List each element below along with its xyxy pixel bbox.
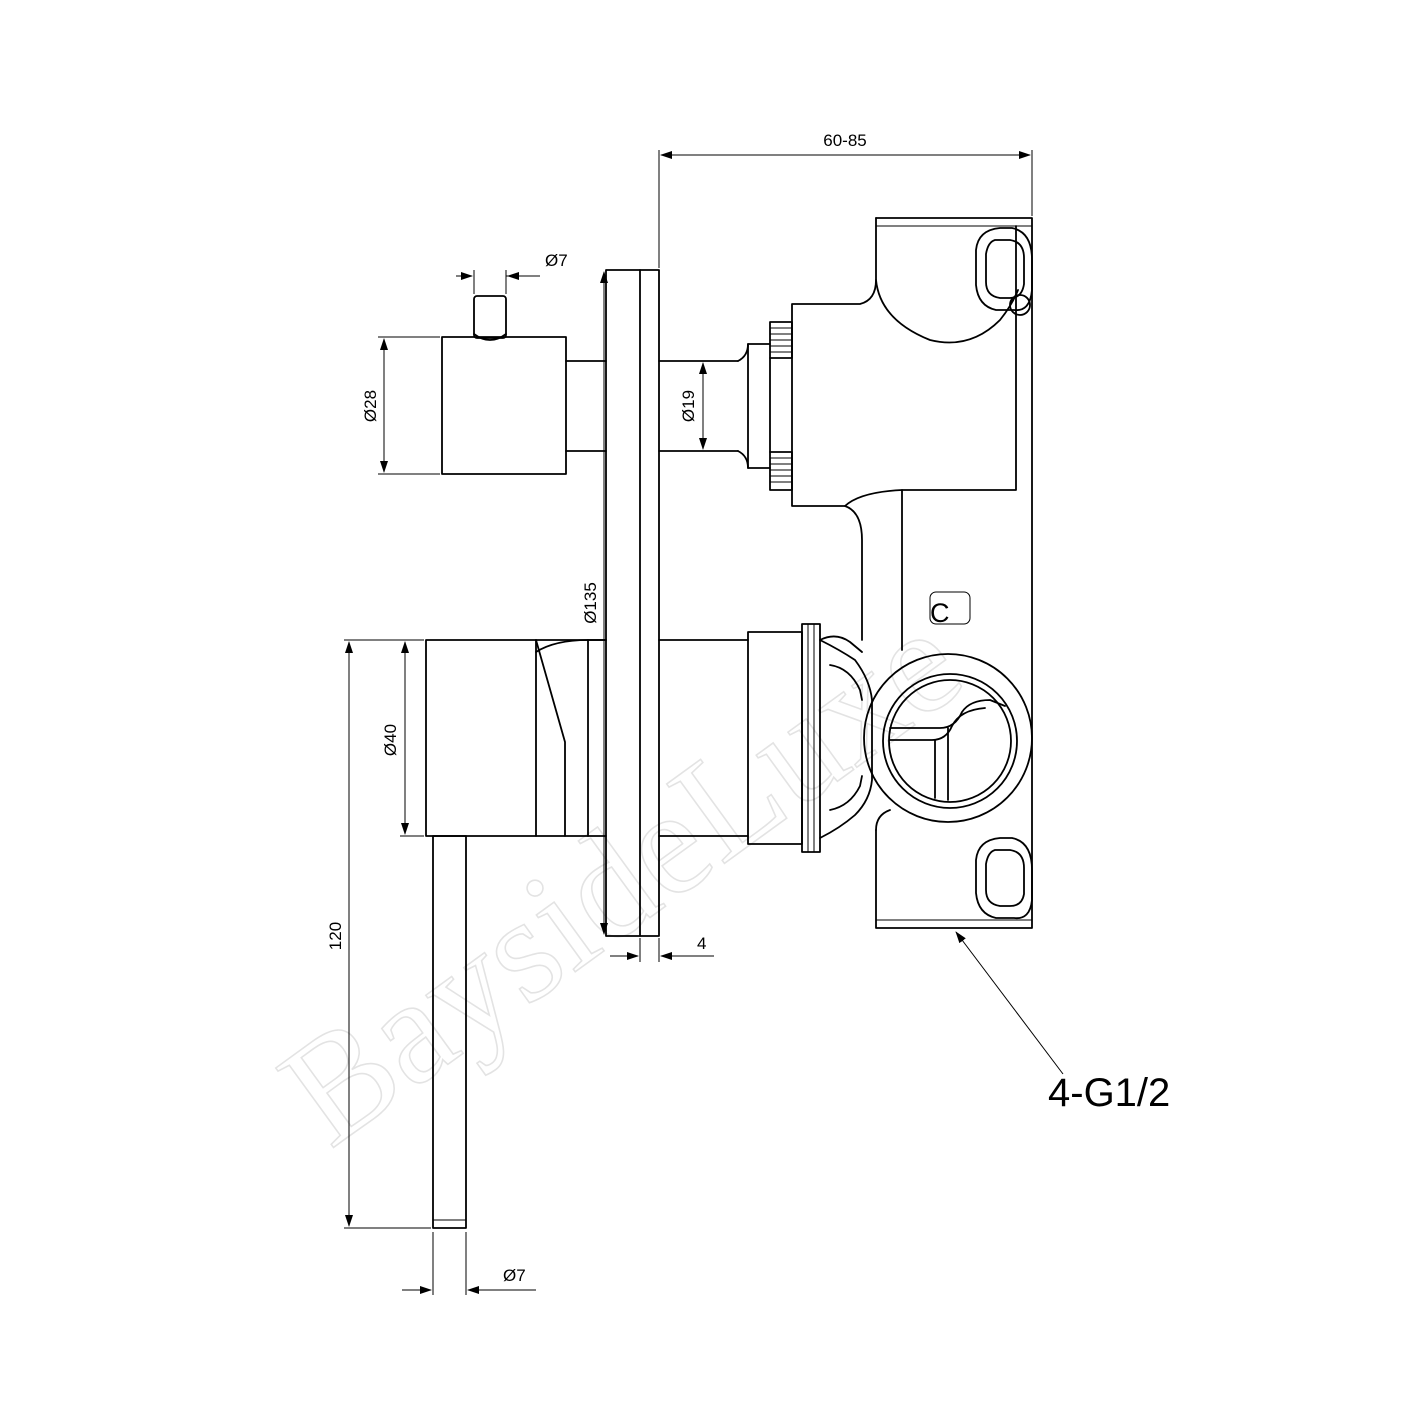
dim-spindle: Ø19 bbox=[679, 362, 707, 450]
dim-total-depth: 60-85 bbox=[658, 131, 1033, 268]
thread-lower bbox=[769, 451, 793, 491]
svg-text:Ø28: Ø28 bbox=[361, 390, 380, 422]
valve-body: C bbox=[791, 217, 1033, 929]
svg-text:Ø40: Ø40 bbox=[381, 724, 400, 756]
svg-text:Ø19: Ø19 bbox=[679, 390, 698, 422]
dim-handle: Ø40 bbox=[381, 639, 424, 837]
dim-lever-diameter: Ø7 bbox=[402, 1232, 536, 1295]
svg-text:Ø7: Ø7 bbox=[545, 251, 568, 270]
svg-text:4-G1/2: 4-G1/2 bbox=[1048, 1071, 1170, 1115]
diverter-knob bbox=[441, 295, 793, 491]
body-marking: C bbox=[930, 598, 950, 628]
lever bbox=[432, 835, 467, 1229]
dim-plate-thickness: 4 bbox=[610, 934, 714, 962]
svg-text:Ø135: Ø135 bbox=[581, 582, 600, 624]
watermark: BaysideLuxe bbox=[252, 577, 990, 1177]
svg-text:60-85: 60-85 bbox=[823, 131, 866, 150]
svg-text:4: 4 bbox=[697, 934, 706, 953]
dim-lever-length: 120 bbox=[326, 639, 431, 1229]
thread-upper bbox=[769, 321, 793, 359]
dim-knob: Ø28 bbox=[361, 336, 440, 475]
dim-pin-top: Ø7 bbox=[456, 251, 568, 294]
dim-plate: Ø135 bbox=[581, 271, 608, 935]
dim-port-thread: 4-G1/2 bbox=[955, 931, 1170, 1115]
svg-text:Ø7: Ø7 bbox=[503, 1266, 526, 1285]
mixer-handle bbox=[425, 623, 821, 853]
svg-text:120: 120 bbox=[326, 922, 345, 950]
